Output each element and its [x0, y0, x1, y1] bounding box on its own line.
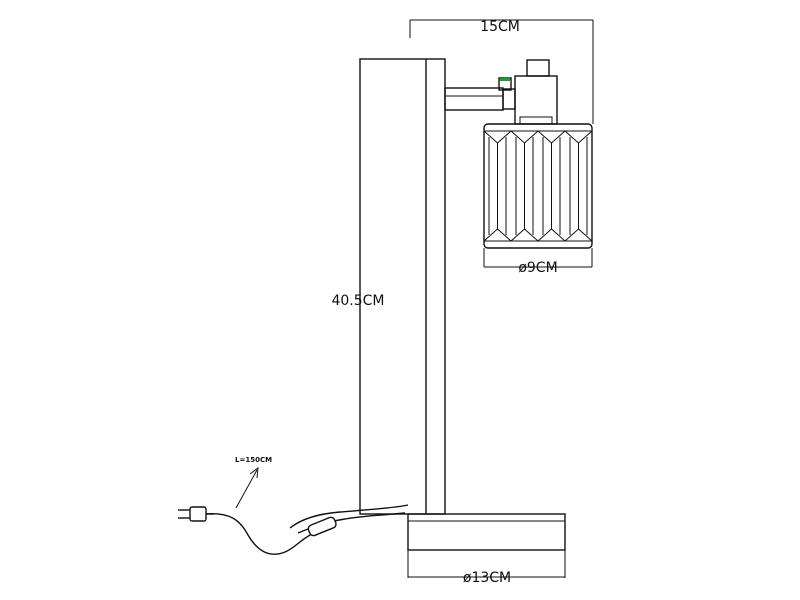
knob-accent [500, 78, 510, 81]
plug [178, 506, 214, 522]
dimension-width-top: 15CM [409, 19, 594, 124]
lamp-arm [444, 59, 558, 125]
dimension-width-top-label: 15CM [480, 19, 520, 35]
power-cord [204, 504, 409, 555]
cord-length-label: L=150CM [235, 456, 272, 464]
shade-prism [537, 130, 566, 242]
cord-switch [307, 516, 337, 537]
lamp-base [407, 513, 566, 551]
dimension-height-label: 40.5CM [331, 293, 384, 309]
shade-prism [564, 130, 593, 242]
shade-prism [510, 130, 539, 242]
dimension-base-label: ø13CM [463, 570, 511, 586]
lamp-shade [483, 123, 593, 249]
dimension-shade-label: ø9CM [518, 260, 557, 276]
lamp-pole [359, 58, 446, 515]
dimension-shade: ø9CM [483, 248, 593, 276]
cord-length-callout: L=150CM [235, 456, 272, 509]
dimension-base: ø13CM [407, 550, 566, 586]
shade-prism [483, 130, 512, 242]
